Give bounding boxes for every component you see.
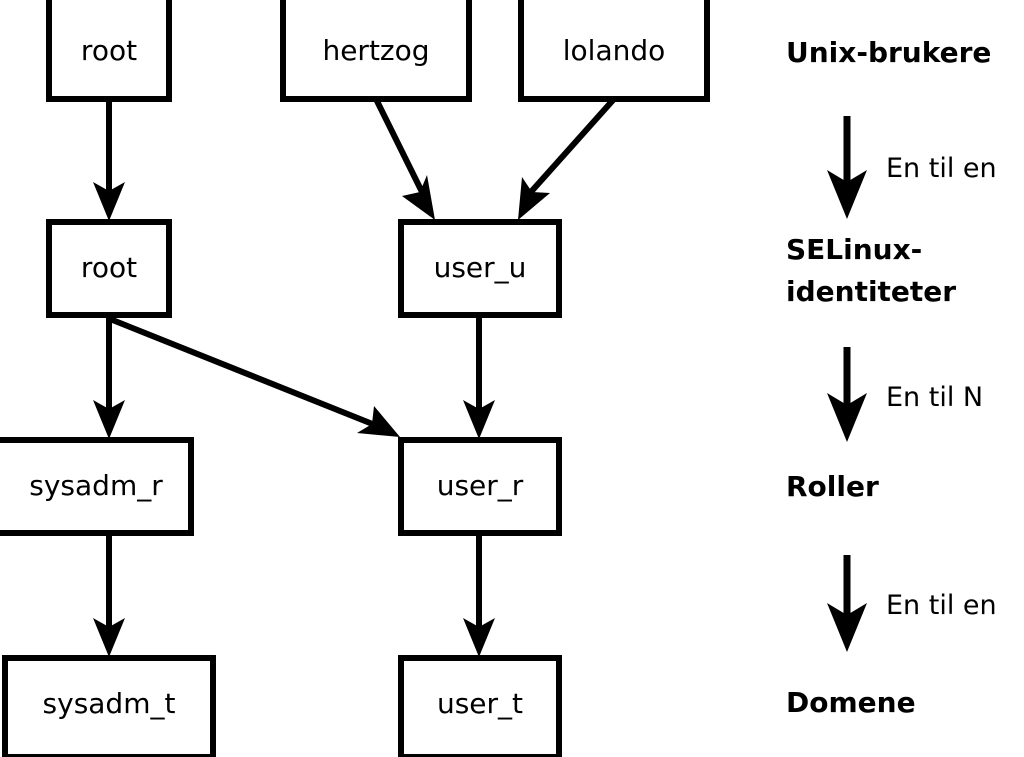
edge-user-r-to-user-t <box>463 536 495 657</box>
edge-sysadm-r-to-sysadm-t <box>93 536 125 657</box>
node-domain-sysadm-t[interactable]: sysadm_t <box>2 655 216 757</box>
node-identity-root[interactable]: root <box>46 219 172 318</box>
node-unix-root[interactable]: root <box>46 0 172 102</box>
node-identity-user-u[interactable]: user_u <box>398 219 562 318</box>
legend-level-selinux-identities-line2: identiteter <box>786 275 956 308</box>
legend-level-roles: Roller <box>786 470 879 503</box>
node-unix-lolando-label: lolando <box>563 34 666 67</box>
node-domain-sysadm-t-label: sysadm_t <box>43 687 176 720</box>
edge-user-u-to-user-r <box>463 318 495 439</box>
node-identity-root-label: root <box>81 251 137 284</box>
edge-root-to-user-r <box>108 316 400 437</box>
legend-relation-identity-to-roles: En til N <box>886 382 983 413</box>
node-role-sysadm-r[interactable]: sysadm_r <box>0 437 194 536</box>
node-role-sysadm-r-label: sysadm_r <box>29 469 163 502</box>
legend-arrow-one-to-one-domain <box>827 555 867 652</box>
node-role-user-r[interactable]: user_r <box>398 437 562 536</box>
node-unix-root-label: root <box>81 34 137 67</box>
node-unix-hertzog-label: hertzog <box>322 34 429 67</box>
node-domain-user-t-label: user_t <box>437 687 523 720</box>
node-unix-lolando[interactable]: lolando <box>518 0 710 102</box>
edge-root-to-root <box>93 99 125 221</box>
node-identity-user-u-label: user_u <box>434 251 527 284</box>
legend-arrow-one-to-n-roles <box>827 347 867 442</box>
edge-hertzog-to-user-u <box>373 97 435 220</box>
legend-relation-unix-to-identity: En til en <box>886 153 997 184</box>
edge-root-to-sysadm-r <box>93 318 125 439</box>
node-role-user-r-label: user_r <box>437 469 524 502</box>
legend-level-selinux-identities-line1: SELinux- <box>786 233 922 266</box>
node-unix-hertzog[interactable]: hertzog <box>280 0 472 102</box>
legend-level-domain: Domene <box>786 686 916 719</box>
legend-relation-roles-to-domain: En til en <box>886 590 997 621</box>
legend-level-unix-users: Unix-brukere <box>786 36 991 69</box>
legend-arrow-one-to-one-identity <box>827 116 867 219</box>
edge-lolando-to-user-u <box>518 97 617 220</box>
node-domain-user-t[interactable]: user_t <box>398 655 562 757</box>
